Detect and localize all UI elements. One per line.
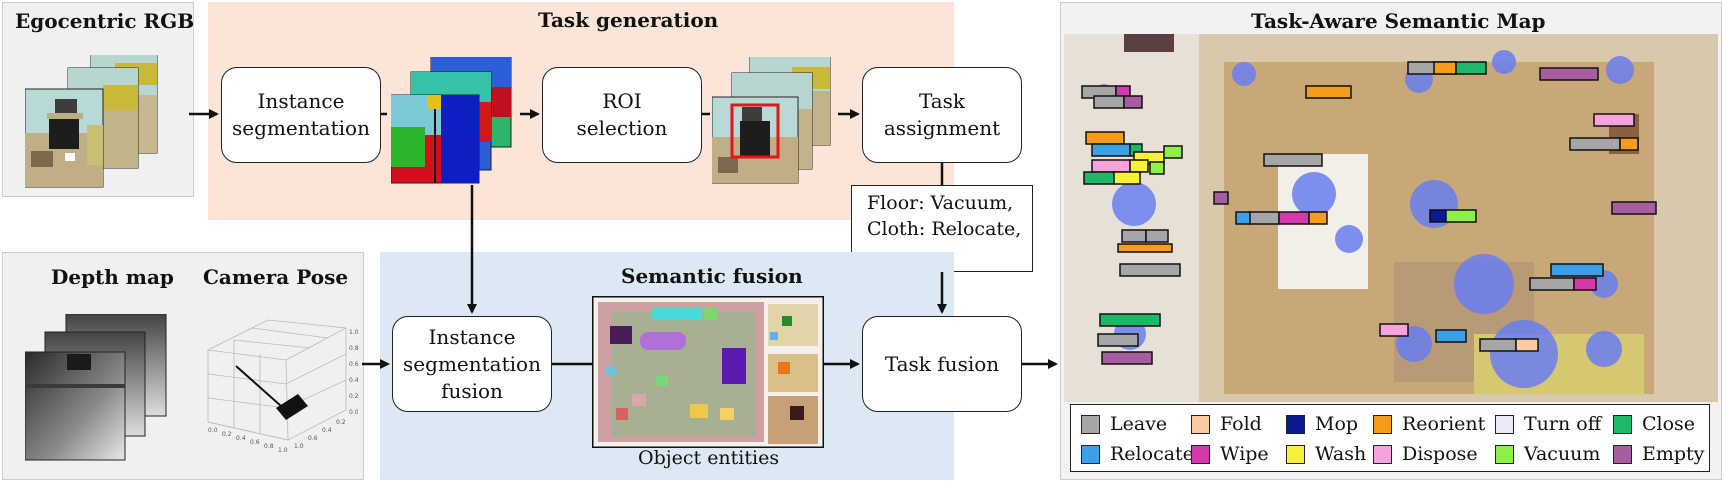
pose-tick-z-2: 0.8 xyxy=(349,345,358,352)
legend-label-dispose: Dispose xyxy=(1402,443,1478,465)
legend-item-close: Close xyxy=(1613,410,1695,438)
pose-tick-x-1: 0.0 xyxy=(208,427,218,434)
legend-label-turn-off: Turn off xyxy=(1524,413,1602,435)
semantic-fusion-title: Semantic fusion xyxy=(621,264,803,288)
legend-label-leave: Leave xyxy=(1110,413,1168,435)
roi-image-stack xyxy=(712,57,831,184)
pose-tick-x-6: 1.0 xyxy=(278,447,288,454)
instance-segmentation-box: Instance segmentation xyxy=(221,67,381,163)
legend-swatch-empty xyxy=(1613,444,1632,464)
legend-label-wash: Wash xyxy=(1315,443,1367,465)
legend-swatch-wash xyxy=(1286,444,1305,464)
semantic-map-view xyxy=(1064,34,1718,402)
pose-tick-z-4: 0.4 xyxy=(349,377,358,384)
object-entities-caption: Object entities xyxy=(638,447,780,469)
instance-segmentation-label: Instance segmentation xyxy=(232,89,370,140)
task-generation-title: Task generation xyxy=(538,8,719,32)
legend-label-mop: Mop xyxy=(1315,413,1359,435)
pose-tick-x-2: 0.2 xyxy=(222,431,232,438)
rgb-panel-title: Egocentric RGB xyxy=(15,9,195,33)
legend-swatch-close xyxy=(1613,414,1632,434)
camera-pose-plot: 1.0 0.8 0.6 0.4 0.2 0.0 0.0 0.2 0.4 0.6 … xyxy=(207,319,358,454)
legend-label-empty: Empty xyxy=(1642,443,1705,465)
legend-label-relocate: Relocate xyxy=(1110,443,1194,465)
legend-item-fold: Fold xyxy=(1191,410,1262,438)
roi-selection-label: ROI selection xyxy=(576,89,668,140)
legend-label-wipe: Wipe xyxy=(1220,443,1269,465)
legend-label-fold: Fold xyxy=(1220,413,1262,435)
legend-item-reorient: Reorient xyxy=(1373,410,1485,438)
legend-swatch-relocate xyxy=(1081,444,1100,464)
task-fusion-box: Task fusion xyxy=(862,316,1022,412)
pose-tick-y-3: 0.4 xyxy=(322,427,332,434)
legend-item-wipe: Wipe xyxy=(1191,440,1269,468)
pose-tick-y-4: 0.2 xyxy=(336,419,346,426)
camera-pose-title: Camera Pose xyxy=(203,265,349,289)
legend-item-wash: Wash xyxy=(1286,440,1366,468)
legend-item-vacuum: Vacuum xyxy=(1495,440,1600,468)
legend-item-dispose: Dispose xyxy=(1373,440,1478,468)
legend-swatch-leave xyxy=(1081,414,1100,434)
task-assignment-box: Task assignment xyxy=(862,67,1022,163)
segmentation-mask-stack xyxy=(391,57,512,184)
task-fusion-label: Task fusion xyxy=(884,351,1000,376)
pose-tick-x-3: 0.4 xyxy=(236,435,246,442)
legend-item-mop: Mop xyxy=(1286,410,1358,438)
legend-item-turn-off: Turn off xyxy=(1495,410,1601,438)
pose-tick-z-3: 0.6 xyxy=(349,361,358,368)
legend-label-reorient: Reorient xyxy=(1402,413,1486,435)
legend-swatch-turn-off xyxy=(1495,414,1514,434)
pose-tick-x-5: 0.8 xyxy=(264,443,274,450)
task-note-line-1: Floor: Vacuum, xyxy=(867,192,1014,214)
legend-swatch-dispose xyxy=(1373,444,1392,464)
depth-map-title: Depth map xyxy=(51,265,174,289)
legend-item-empty: Empty xyxy=(1613,440,1704,468)
legend-item-relocate: Relocate xyxy=(1081,440,1194,468)
legend-label-close: Close xyxy=(1642,413,1696,435)
task-assignment-label: Task assignment xyxy=(883,89,1001,140)
pose-tick-z-5: 0.2 xyxy=(349,393,358,400)
legend-swatch-mop xyxy=(1286,414,1305,434)
pose-tick-y-2: 0.6 xyxy=(308,435,318,442)
roi-selection-box: ROI selection xyxy=(542,67,702,163)
pose-tick-y-1: 1.0 xyxy=(294,443,304,450)
semantic-map-title: Task-Aware Semantic Map xyxy=(1251,9,1546,33)
pose-tick-z-1: 1.0 xyxy=(349,329,358,336)
instance-segmentation-fusion-box: Instance segmentation fusion xyxy=(392,316,552,412)
legend-item-leave: Leave xyxy=(1081,410,1167,438)
legend-swatch-vacuum xyxy=(1495,444,1514,464)
legend-swatch-reorient xyxy=(1373,414,1392,434)
object-entities-map xyxy=(592,296,824,448)
legend-label-vacuum: Vacuum xyxy=(1524,443,1601,465)
pose-tick-z-6: 0.0 xyxy=(349,409,358,416)
task-note-line-2: Cloth: Relocate, xyxy=(867,218,1022,240)
pose-tick-x-4: 0.6 xyxy=(250,439,260,446)
instance-segmentation-fusion-label: Instance segmentation fusion xyxy=(403,324,541,403)
depth-image-stack xyxy=(25,314,167,461)
legend-swatch-fold xyxy=(1191,414,1210,434)
legend-swatch-wipe xyxy=(1191,444,1210,464)
rgb-image-stack xyxy=(25,55,158,188)
task-legend: Leave Fold Mop Reorient Turn off Close R… xyxy=(1070,404,1710,472)
